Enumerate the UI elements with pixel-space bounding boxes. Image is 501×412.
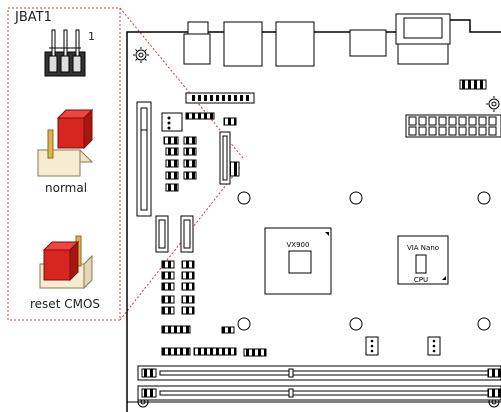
normal-label: normal: [45, 181, 88, 195]
cpu-label-top: VIA Nano: [407, 244, 439, 252]
jumper-normal-icon: [36, 108, 94, 177]
vx900-chip-label: VX900: [287, 241, 310, 249]
jbat1-three-pin-icon: [44, 29, 86, 77]
standoff-holes: [237, 191, 491, 331]
sata-port-1: [155, 215, 169, 253]
ide-header: [185, 92, 255, 104]
pci-slot: [136, 101, 152, 217]
mounting-hole-top-right: [486, 96, 500, 112]
header-pins-cluster: [163, 112, 237, 192]
cpu-chip: [397, 235, 449, 285]
reset-cmos-label: reset CMOS: [30, 297, 101, 311]
header-pins-lower: [161, 260, 267, 357]
vx900-chip: [264, 227, 332, 295]
cpu-label-bottom: CPU: [414, 276, 428, 284]
sata-port-2: [180, 215, 194, 253]
fan-connector-left: [161, 112, 183, 132]
small-header-top-right: [459, 79, 487, 90]
sata-connector-vertical: [219, 131, 231, 185]
rear-io-ports: [183, 13, 451, 67]
atx-power-connector: [405, 114, 501, 138]
jbat1-header-label: JBAT1: [15, 10, 52, 25]
fan-header-middle: [365, 336, 379, 356]
pin-one-marker: 1: [88, 30, 95, 43]
jbat1-on-board: [229, 161, 240, 177]
fan-header-right: [427, 336, 441, 356]
mounting-hole-top-left: [133, 47, 149, 63]
dimm-slot-2: [137, 385, 501, 401]
jumper-reset-icon: [39, 235, 93, 290]
dimm-slot-1: [137, 365, 501, 381]
